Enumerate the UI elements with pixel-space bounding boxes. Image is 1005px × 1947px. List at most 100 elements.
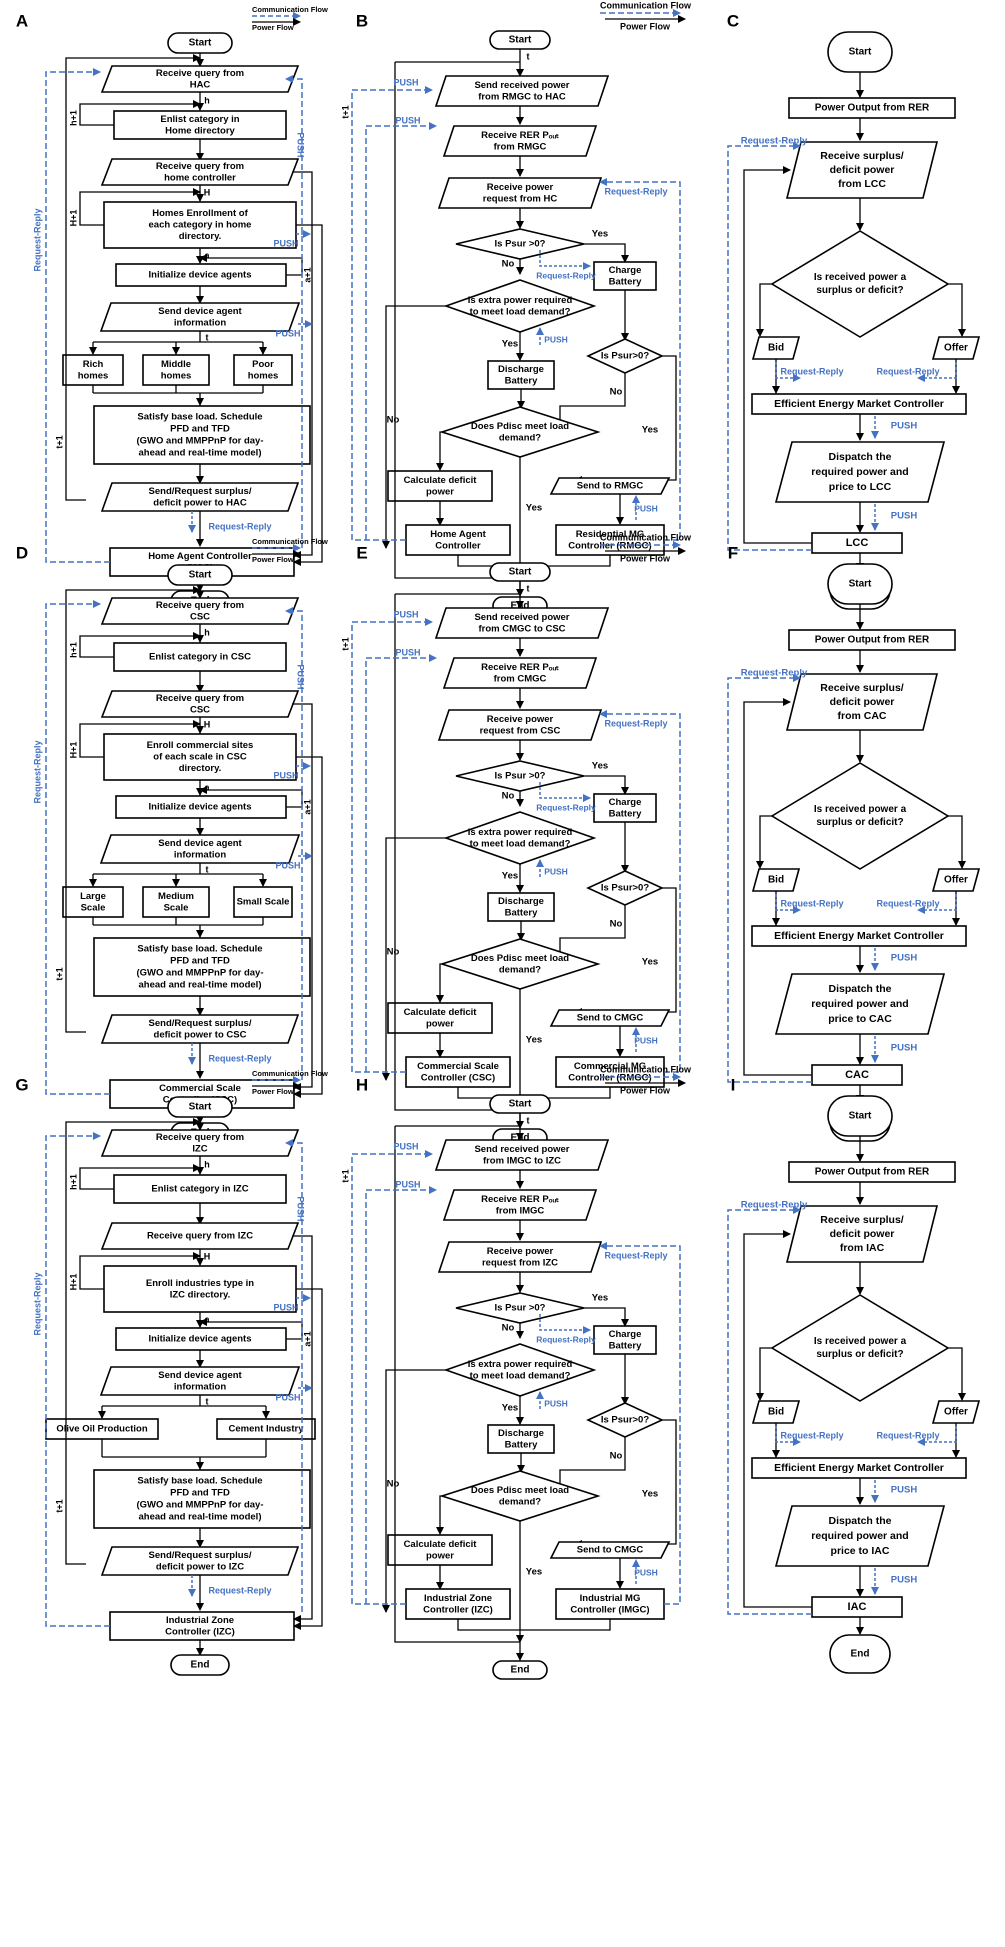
label: deficit power to IZC [156, 1561, 244, 1572]
bid-box [751, 336, 801, 360]
label: Battery [505, 1439, 538, 1450]
powreq-box [437, 709, 603, 741]
label: Request-Reply [536, 1334, 596, 1344]
start-label: Start [189, 1102, 212, 1113]
label: Receive RER Pₒᵤₜ [481, 130, 559, 141]
label: Request-Reply [32, 1272, 42, 1335]
connector [948, 815, 966, 869]
label: PUSH [891, 1575, 918, 1586]
label: Yes [502, 339, 518, 350]
label: Controller (RMGC) [568, 1072, 651, 1083]
deficit-box [387, 1002, 493, 1034]
power-output-label: Power Output from RER [815, 1167, 930, 1178]
controller-label: LCC [846, 537, 869, 549]
connector [743, 698, 812, 1076]
label: No [502, 1323, 515, 1334]
label: t [527, 1115, 530, 1125]
rer-box [442, 125, 598, 157]
connector [948, 1347, 966, 1401]
sendto-box [549, 477, 671, 495]
connector [727, 1206, 812, 1615]
deficit-box [387, 470, 493, 502]
start-label: Start [849, 1111, 872, 1122]
label: Receive surplus/ [820, 150, 904, 162]
market-controller-box [751, 393, 967, 415]
label: t+1 [54, 967, 64, 980]
label: required power and [811, 998, 908, 1010]
label: Rich [83, 359, 104, 370]
label: Scale [164, 902, 189, 913]
label: PUSH [891, 1043, 918, 1054]
category-box [142, 886, 210, 918]
connector [520, 1087, 611, 1099]
label: surplus or deficit? [816, 817, 903, 828]
end-label: End [511, 1665, 530, 1676]
connector [285, 607, 303, 1080]
label: (GWO and MMPPnP for day- [136, 968, 263, 979]
connector [584, 775, 629, 795]
label: Does Pdisc meet load [471, 421, 569, 432]
label: Offer [944, 343, 968, 354]
label: Send/Request surplus/ [149, 1550, 252, 1561]
label: to meet load demand? [470, 306, 571, 317]
label: Enlist category in CSC [149, 652, 251, 663]
label: Olive Oil Production [56, 1424, 148, 1435]
label: Controller (CSC) [421, 1072, 495, 1083]
power-output-label: Power Output from RER [815, 635, 930, 646]
label: required power and [811, 1530, 908, 1542]
label: Is Psur >0? [495, 1303, 546, 1314]
powreq-box [437, 1241, 603, 1273]
label: Yes [526, 1035, 542, 1046]
label: PUSH [296, 132, 306, 157]
label: Offer [944, 1407, 968, 1418]
enlist-box [113, 642, 287, 672]
label: Industrial MG [580, 1593, 641, 1604]
connector [293, 1288, 323, 1630]
label: PUSH [891, 511, 918, 522]
label: Battery [609, 1340, 642, 1351]
label: PUSH [273, 1302, 298, 1312]
init-label: Initialize device agents [149, 1334, 252, 1345]
connector [917, 362, 957, 382]
label: No [610, 387, 623, 398]
label: Commercial Scale [159, 1083, 241, 1094]
label: Home directory [165, 125, 235, 136]
label: Request-Reply [604, 186, 667, 196]
panel-letter: C [727, 11, 739, 30]
offer-box [931, 868, 981, 892]
dispatch-box [774, 973, 946, 1035]
connector [775, 362, 801, 382]
label: Request-Reply [780, 1430, 843, 1440]
connector [917, 1426, 957, 1446]
label: Dispatch the [828, 451, 891, 463]
discharge-box [487, 1424, 555, 1454]
label: Offer [944, 875, 968, 886]
connector [539, 250, 591, 270]
connector [285, 75, 303, 548]
connector [539, 782, 591, 802]
label: Receive query from [156, 1132, 244, 1143]
market-label: Efficient Energy Market Controller [774, 1462, 944, 1474]
start-label: Start [509, 35, 532, 46]
label: Yes [642, 957, 658, 968]
label: deficit power to HAC [153, 497, 247, 508]
connector [599, 1242, 681, 1605]
label: Request-Reply [536, 270, 596, 280]
label: PFD and TFD [170, 424, 230, 435]
label: Is Psur >0? [495, 771, 546, 782]
label: Request-Reply [741, 136, 808, 147]
label: directory. [179, 763, 222, 774]
label: PUSH [395, 1179, 420, 1189]
sendrequest-box [100, 482, 300, 512]
label: Bid [768, 343, 784, 354]
power-output-box [788, 629, 956, 651]
label: Battery [609, 276, 642, 287]
label: PUSH [544, 334, 568, 344]
panel-letter: D [16, 543, 28, 562]
label: Industrial Zone [166, 1615, 234, 1626]
label: h+1 [68, 110, 78, 126]
sendto-box [549, 1009, 671, 1027]
label: Charge [609, 1329, 642, 1340]
label: Send received power [474, 80, 569, 91]
sendagent-box [99, 302, 301, 332]
